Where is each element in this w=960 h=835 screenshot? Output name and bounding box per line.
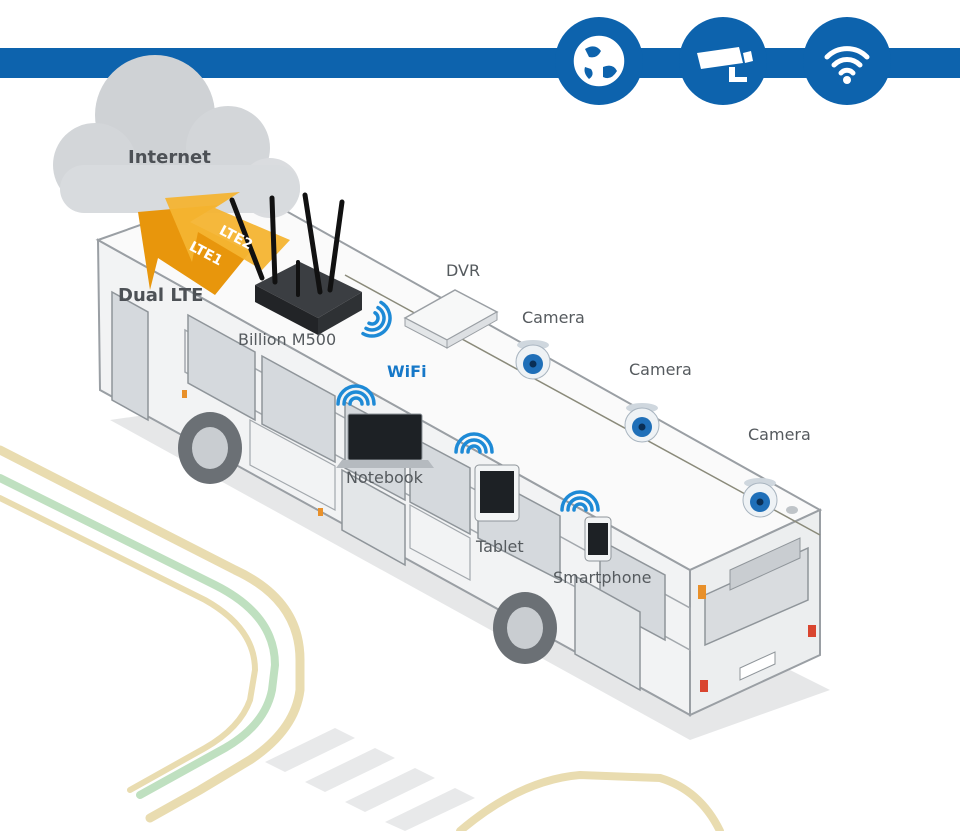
- camera-device-2: [624, 403, 660, 443]
- globe-icon: [555, 17, 643, 105]
- smartphone-device: [584, 516, 612, 562]
- router-label: Billion M500: [238, 330, 337, 349]
- lte-arrows: [138, 192, 290, 295]
- dvr-label: DVR: [446, 261, 481, 280]
- router-device: [229, 192, 362, 335]
- internet-cloud: [53, 55, 300, 218]
- notebook-label: Notebook: [346, 468, 423, 487]
- wifi-signal-icon: [361, 300, 392, 338]
- dvr-device: [403, 289, 499, 349]
- camera-label-3: Camera: [748, 425, 811, 444]
- wifi-signal-icon: [336, 384, 376, 406]
- wifi-icon: [803, 17, 891, 105]
- wifi-signal-icon: [454, 432, 494, 454]
- camera-label-1: Camera: [522, 308, 585, 327]
- camera-device-3: [742, 478, 798, 518]
- cctv-camera-icon: [679, 17, 767, 105]
- wifi-signal-icon: [560, 490, 600, 512]
- crosswalk: [265, 728, 475, 831]
- tablet-label: Tablet: [476, 537, 524, 556]
- smartphone-label: Smartphone: [553, 568, 652, 587]
- wifi-label: WiFi: [387, 362, 427, 381]
- tablet-device: [474, 464, 520, 522]
- internet-label: Internet: [128, 147, 211, 168]
- camera-device-1: [515, 340, 551, 380]
- notebook-device: [336, 413, 434, 468]
- dual-lte-label: Dual LTE: [118, 285, 204, 306]
- road-lines: [0, 445, 724, 835]
- camera-label-2: Camera: [629, 360, 692, 379]
